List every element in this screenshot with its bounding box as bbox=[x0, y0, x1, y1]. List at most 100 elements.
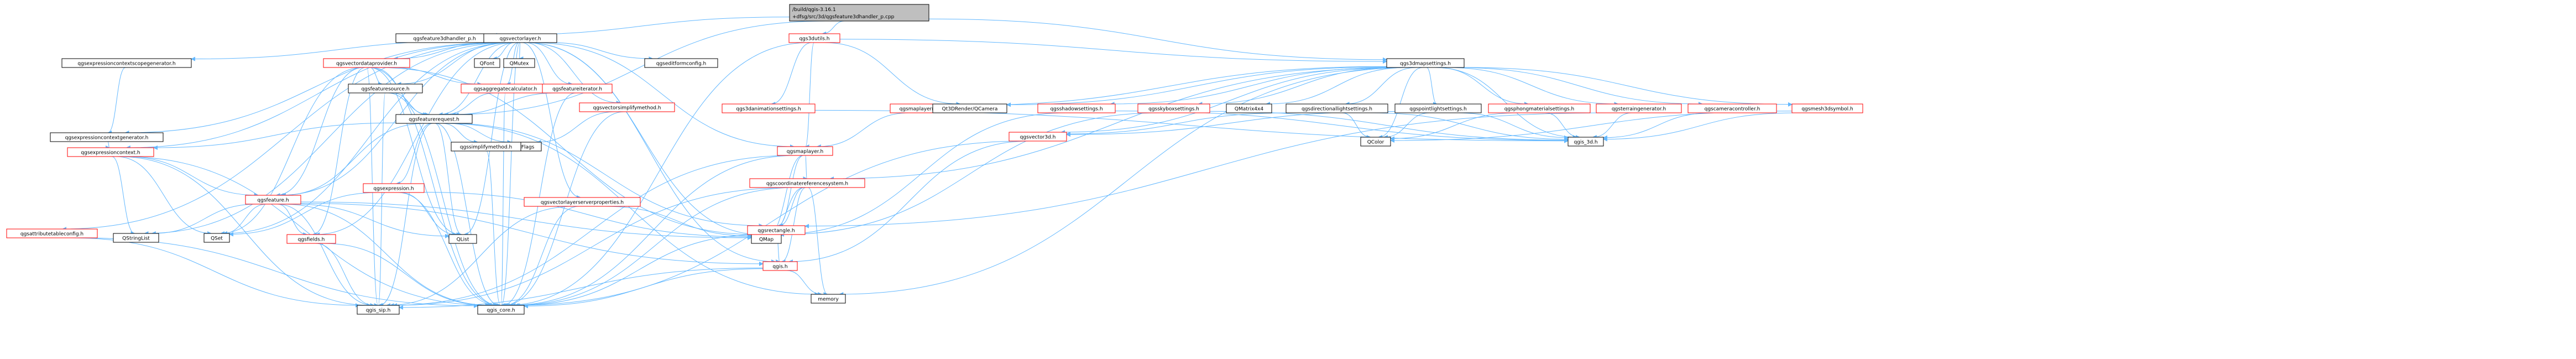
edge-vlserverprops-to-sip bbox=[386, 206, 574, 308]
qgis3d-node[interactable]: qgis_3d.h bbox=[1567, 137, 1604, 147]
3danim-label: qgs3danimationsettings.h bbox=[736, 107, 801, 112]
rectangle-node[interactable]: qgsrectangle.h bbox=[747, 225, 806, 235]
root-file-node[interactable]: /build/qgis-3.16.1 +dfsg/src/3d/qgsfeatu… bbox=[789, 4, 929, 22]
vdp-node[interactable]: qgsvectordataprovider.h bbox=[323, 58, 410, 68]
camctrl-node[interactable]: qgscameracontroller.h bbox=[1687, 103, 1777, 113]
mapsettings-node[interactable]: qgs3dmapsettings.h bbox=[1386, 58, 1465, 68]
dependency-edge bbox=[525, 42, 573, 86]
edge-mapsettings-to-dirlight bbox=[1345, 67, 1417, 106]
3dutils-node[interactable]: qgs3dutils.h bbox=[788, 33, 840, 43]
dependency-edge bbox=[814, 110, 1569, 143]
handler-node[interactable]: qgsfeature3dhandler_p.h bbox=[395, 33, 494, 43]
dependency-edge bbox=[107, 67, 126, 135]
qgis-node[interactable]: qgis.h bbox=[762, 261, 798, 271]
sip-node[interactable]: qgis_sip.h bbox=[357, 305, 400, 315]
qset-node[interactable]: QSet bbox=[203, 233, 230, 243]
ctxgen-label: qgsexpressioncontextgenerator.h bbox=[65, 136, 149, 141]
dependency-edge bbox=[105, 141, 110, 150]
edge-crs-to-rectangle bbox=[778, 187, 804, 228]
maplayer-node[interactable]: qgsmaplayer.h bbox=[777, 146, 833, 156]
aggcalc-node[interactable]: qgsaggregatecalculator.h bbox=[461, 84, 550, 93]
terrain-node[interactable]: qgsterraingenerator.h bbox=[1596, 103, 1682, 113]
editform-node[interactable]: qgseditformconfig.h bbox=[644, 58, 718, 68]
edge-featsource-to-featreq bbox=[392, 92, 428, 117]
edge-crs-to-core bbox=[511, 187, 797, 308]
dependency-edge bbox=[62, 42, 510, 231]
qfont-node[interactable]: QFont bbox=[474, 58, 500, 68]
qt3dcam-node[interactable]: Qt3DRender/QCamera bbox=[932, 103, 1007, 113]
vdp-label: qgsvectordataprovider.h bbox=[336, 61, 397, 67]
feature-label: qgsfeature.h bbox=[257, 198, 289, 204]
ctxgen-node[interactable]: qgsexpressioncontextgenerator.h bbox=[50, 132, 164, 142]
exprctx-node[interactable]: qgsexpressioncontext.h bbox=[67, 147, 154, 157]
dependency-edge bbox=[223, 42, 514, 236]
edge-aggcalc-to-core bbox=[500, 92, 506, 308]
qmatrix-node[interactable]: QMatrix4x4 bbox=[1226, 103, 1272, 113]
edge-root-to-featreq bbox=[451, 20, 826, 117]
maplayer-label: qgsmaplayer.h bbox=[787, 149, 823, 155]
dependency-edge bbox=[829, 67, 1403, 181]
qcolor-node[interactable]: QColor bbox=[1360, 137, 1391, 147]
dependency-edge bbox=[399, 192, 458, 237]
qstringlist-node[interactable]: QStringList bbox=[113, 233, 159, 243]
dependency-edge bbox=[1378, 67, 1423, 139]
edge-mesh3d-to-qcolor bbox=[1390, 111, 1793, 143]
edge-feature-to-core bbox=[282, 204, 493, 308]
vsimplify-node[interactable]: qgsvectorsimplifymethod.h bbox=[579, 102, 675, 112]
simplify-node[interactable]: qgssimplifymethod.h bbox=[451, 142, 521, 152]
edge-featreq-to-rectangle bbox=[447, 123, 764, 228]
mesh3d-node[interactable]: qgsmesh3dsymbol.h bbox=[1791, 103, 1863, 113]
edge-exprctx-to-sip bbox=[118, 156, 372, 308]
dependency-edge bbox=[786, 270, 823, 296]
edge-featreq-to-expression bbox=[395, 123, 432, 186]
featsource-node[interactable]: qgsfeaturesource.h bbox=[348, 84, 423, 93]
dependency-edge bbox=[435, 123, 463, 237]
edge-vectorlayer-to-ctxgen bbox=[124, 42, 502, 135]
dependency-edge bbox=[399, 267, 764, 310]
qlist-node[interactable]: QList bbox=[448, 234, 477, 244]
dependency-edge bbox=[486, 150, 501, 308]
phong-node[interactable]: qgsphongmaterialsettings.h bbox=[1488, 103, 1591, 113]
dependency-edge bbox=[369, 67, 499, 308]
root-file-line2: +dfsg/src/3d/qgsfeature3dhandler_p.cpp bbox=[792, 14, 895, 20]
memory-node[interactable]: memory bbox=[811, 294, 846, 304]
expression-node[interactable]: qgsexpression.h bbox=[363, 183, 425, 193]
pointlight-node[interactable]: qgspointlightsettings.h bbox=[1394, 103, 1482, 113]
qmutex-node[interactable]: QMutex bbox=[503, 58, 535, 68]
dependency-edge bbox=[839, 39, 1387, 64]
dependency-edge bbox=[454, 92, 557, 117]
3danim-node[interactable]: qgs3danimationsettings.h bbox=[722, 103, 816, 113]
ctxscopegen-node[interactable]: qgsexpressioncontextscopegenerator.h bbox=[61, 58, 192, 68]
edge-mesh3d-to-qgis3d bbox=[1603, 112, 1795, 142]
edge-exprctx-to-qstringlist bbox=[112, 156, 135, 236]
edge-3dutils-to-qt3dcam bbox=[824, 42, 961, 106]
qmap-node[interactable]: QMap bbox=[751, 234, 782, 244]
simplify-label: qgssimplifymethod.h bbox=[460, 145, 512, 150]
edge-3danim-to-qgis3d bbox=[814, 110, 1569, 143]
vector3d-node[interactable]: qgsvector3d.h bbox=[1009, 132, 1067, 142]
core-node[interactable]: qgis_core.h bbox=[477, 305, 525, 315]
featreq-node[interactable]: qgsfeaturerequest.h bbox=[395, 114, 473, 124]
edge-qgis-to-sip bbox=[399, 267, 764, 310]
edge-maplayer-to-rectangle bbox=[777, 155, 804, 228]
featiter-node[interactable]: qgsfeatureiterator.h bbox=[542, 84, 613, 93]
dependency-edge bbox=[519, 42, 524, 61]
crs-node[interactable]: qgscoordinatereferencesystem.h bbox=[749, 178, 865, 188]
dependency-edge bbox=[822, 20, 845, 36]
edge-vectorlayer-to-vsimplify bbox=[527, 42, 621, 105]
dependency-edge bbox=[71, 237, 360, 308]
feature-node[interactable]: qgsfeature.h bbox=[245, 195, 301, 205]
dependency-edge bbox=[952, 66, 1387, 108]
attrtable-node[interactable]: qgsattributetableconfig.h bbox=[6, 228, 98, 238]
camctrl-label: qgscameracontroller.h bbox=[1705, 107, 1760, 112]
dependency-edge bbox=[424, 192, 752, 240]
dirlight-node[interactable]: qgsdirectionallightsettings.h bbox=[1286, 103, 1388, 113]
skybox-node[interactable]: qgsskyboxsettings.h bbox=[1137, 103, 1210, 113]
fields-node[interactable]: qgsfields.h bbox=[286, 234, 336, 244]
vlserverprops-node[interactable]: qgsvectorlayerserverproperties.h bbox=[524, 197, 641, 207]
vectorlayer-node[interactable]: qgsvectorlayer.h bbox=[483, 33, 557, 43]
dependency-edge bbox=[315, 42, 516, 237]
dependency-edge bbox=[515, 234, 761, 308]
shadow-node[interactable]: qgsshadowsettings.h bbox=[1037, 103, 1116, 113]
